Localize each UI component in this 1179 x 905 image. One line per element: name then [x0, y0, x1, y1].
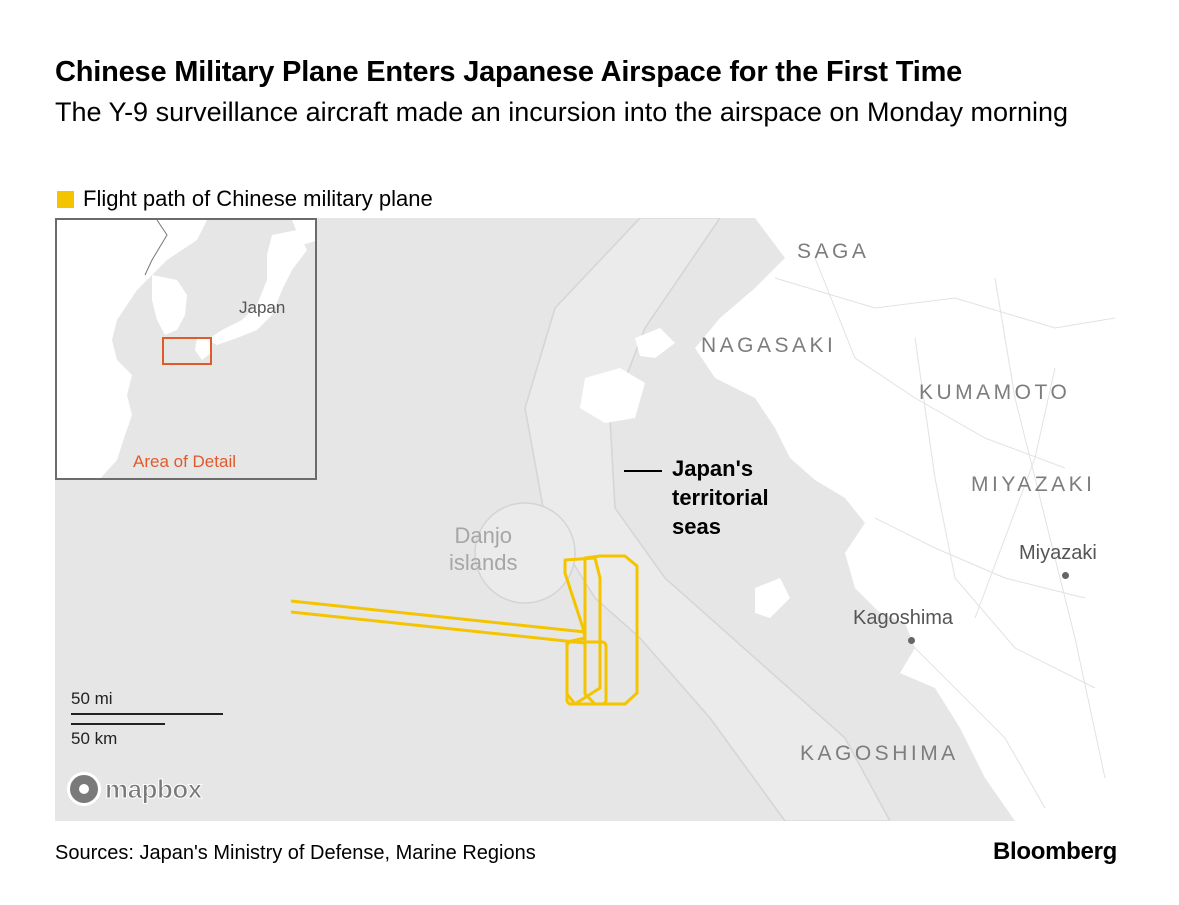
annotation-line-1: Japan's [672, 456, 754, 481]
region-kumamoto: KUMAMOTO [919, 381, 1071, 404]
inset-japan-hokkaido [292, 220, 315, 245]
amakusa-islands [825, 438, 880, 498]
region-miyazaki: MIYAZAKI [971, 473, 1096, 496]
inset-area-of-detail-label: Area of Detail [133, 452, 236, 471]
goto-islands [580, 368, 645, 423]
city-miyazaki-dot [1062, 572, 1069, 579]
map-canvas [290, 218, 1125, 821]
scale-km-label: 50 km [71, 729, 118, 748]
mapbox-wordmark: mapbox [105, 773, 203, 804]
territorial-seas-pointer [624, 470, 662, 472]
territorial-seas-annotation: Japan's territorial seas [672, 454, 769, 541]
inset-kyushu [195, 338, 212, 360]
annotation-line-3: seas [672, 514, 721, 539]
flight-path-loop-outer [583, 554, 639, 706]
flight-path-entry-upper [290, 599, 586, 634]
danjo-islands-line-1: Danjo [454, 523, 512, 548]
bloomberg-logo: Bloomberg [993, 838, 1117, 865]
city-kagoshima-dot [908, 637, 915, 644]
city-kagoshima-label: Kagoshima [853, 607, 954, 629]
inset-japan-honshu [207, 230, 307, 345]
inset-taiwan [119, 408, 129, 430]
flight-path-box [565, 640, 608, 706]
chart-subtitle: The Y-9 surveillance aircraft made an in… [55, 97, 1069, 127]
mapbox-logo[interactable]: mapbox [67, 772, 203, 806]
region-nagasaki: NAGASAKI [701, 334, 837, 357]
scale-km-bar [71, 723, 165, 725]
legend: Flight path of Chinese military plane [57, 186, 433, 212]
goto-islands-north [635, 328, 675, 358]
chart-title: Chinese Military Plane Enters Japanese A… [55, 56, 963, 88]
inset-asia-mainland [57, 220, 207, 478]
inset-korea [152, 275, 187, 335]
legend-label: Flight path of Chinese military plane [83, 186, 433, 211]
flight-path [290, 554, 639, 706]
danjo-islands-circle [474, 502, 576, 604]
road-network [774, 257, 1116, 809]
region-kagoshima: KAGOSHIMA [800, 742, 959, 765]
inset-detail-box [162, 337, 212, 365]
scale-miles-label: 50 mi [71, 689, 113, 708]
danjo-islands-label: Danjo islands [449, 522, 517, 576]
inset-map: Japan Area of Detail [55, 218, 317, 480]
scale-miles-bar [71, 713, 223, 715]
inset-border [144, 220, 168, 276]
region-saga: SAGA [797, 240, 870, 263]
annotation-line-2: territorial [672, 485, 769, 510]
osumi-peninsula [975, 688, 1055, 778]
legend-swatch [57, 190, 74, 208]
danjo-islands-line-2: islands [449, 550, 518, 575]
source-note: Sources: Japan's Ministry of Defense, Ma… [55, 842, 536, 864]
flight-path-entry-lower [290, 610, 586, 645]
city-miyazaki-label: Miyazaki [1019, 542, 1097, 564]
nagasaki-peninsula [765, 318, 855, 433]
inset-japan-label: Japan [239, 298, 286, 317]
map[interactable]: SAGA NAGASAKI KUMAMOTO MIYAZAKI KAGOSHIM… [55, 218, 1125, 821]
koshiki-islands [755, 578, 790, 618]
mapbox-icon [67, 772, 101, 806]
inset-canvas [57, 220, 315, 478]
